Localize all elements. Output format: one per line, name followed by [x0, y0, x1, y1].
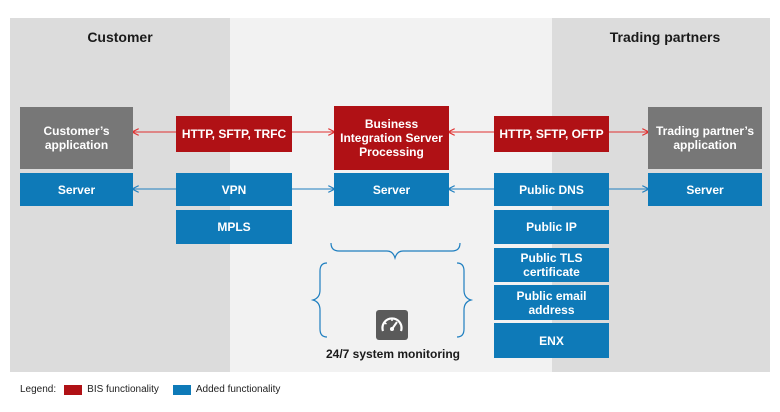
http-sftp-trfc-box: HTTP, SFTP, TRFC: [176, 116, 292, 152]
partners-panel-title: Trading partners: [609, 29, 721, 45]
legend-swatch-bis: [64, 384, 83, 395]
public-email-address-box: Public email address: [494, 285, 609, 320]
brace-top: [330, 242, 461, 261]
legend-item-bis: BIS functionality: [87, 384, 159, 395]
brace-right: [456, 262, 474, 338]
bis-processing-box: Business Integration Server Processing: [334, 106, 449, 170]
customer-application-box: Customer’s application: [20, 107, 133, 169]
legend: Legend: BIS functionality Added function…: [20, 384, 280, 395]
legend-label: Legend:: [20, 384, 57, 395]
public-dns-box: Public DNS: [494, 173, 609, 206]
legend-swatch-added: [172, 384, 191, 395]
partner-application-box: Trading partner’s application: [648, 107, 762, 169]
vpn-box: VPN: [176, 173, 292, 206]
http-sftp-oftp-box: HTTP, SFTP, OFTP: [494, 116, 609, 152]
gauge-icon: [376, 310, 408, 340]
brace-left: [310, 262, 328, 338]
center-server-box: Server: [334, 173, 449, 206]
public-ip-box: Public IP: [494, 210, 609, 244]
customer-server-box: Server: [20, 173, 133, 206]
monitoring-label: 24/7 system monitoring: [325, 347, 461, 361]
mpls-box: MPLS: [176, 210, 292, 244]
partner-server-box: Server: [648, 173, 762, 206]
enx-box: ENX: [494, 323, 609, 358]
customer-panel-title: Customer: [87, 29, 153, 45]
legend-item-added: Added functionality: [195, 384, 281, 395]
public-tls-certificate-box: Public TLS certificate: [494, 248, 609, 282]
